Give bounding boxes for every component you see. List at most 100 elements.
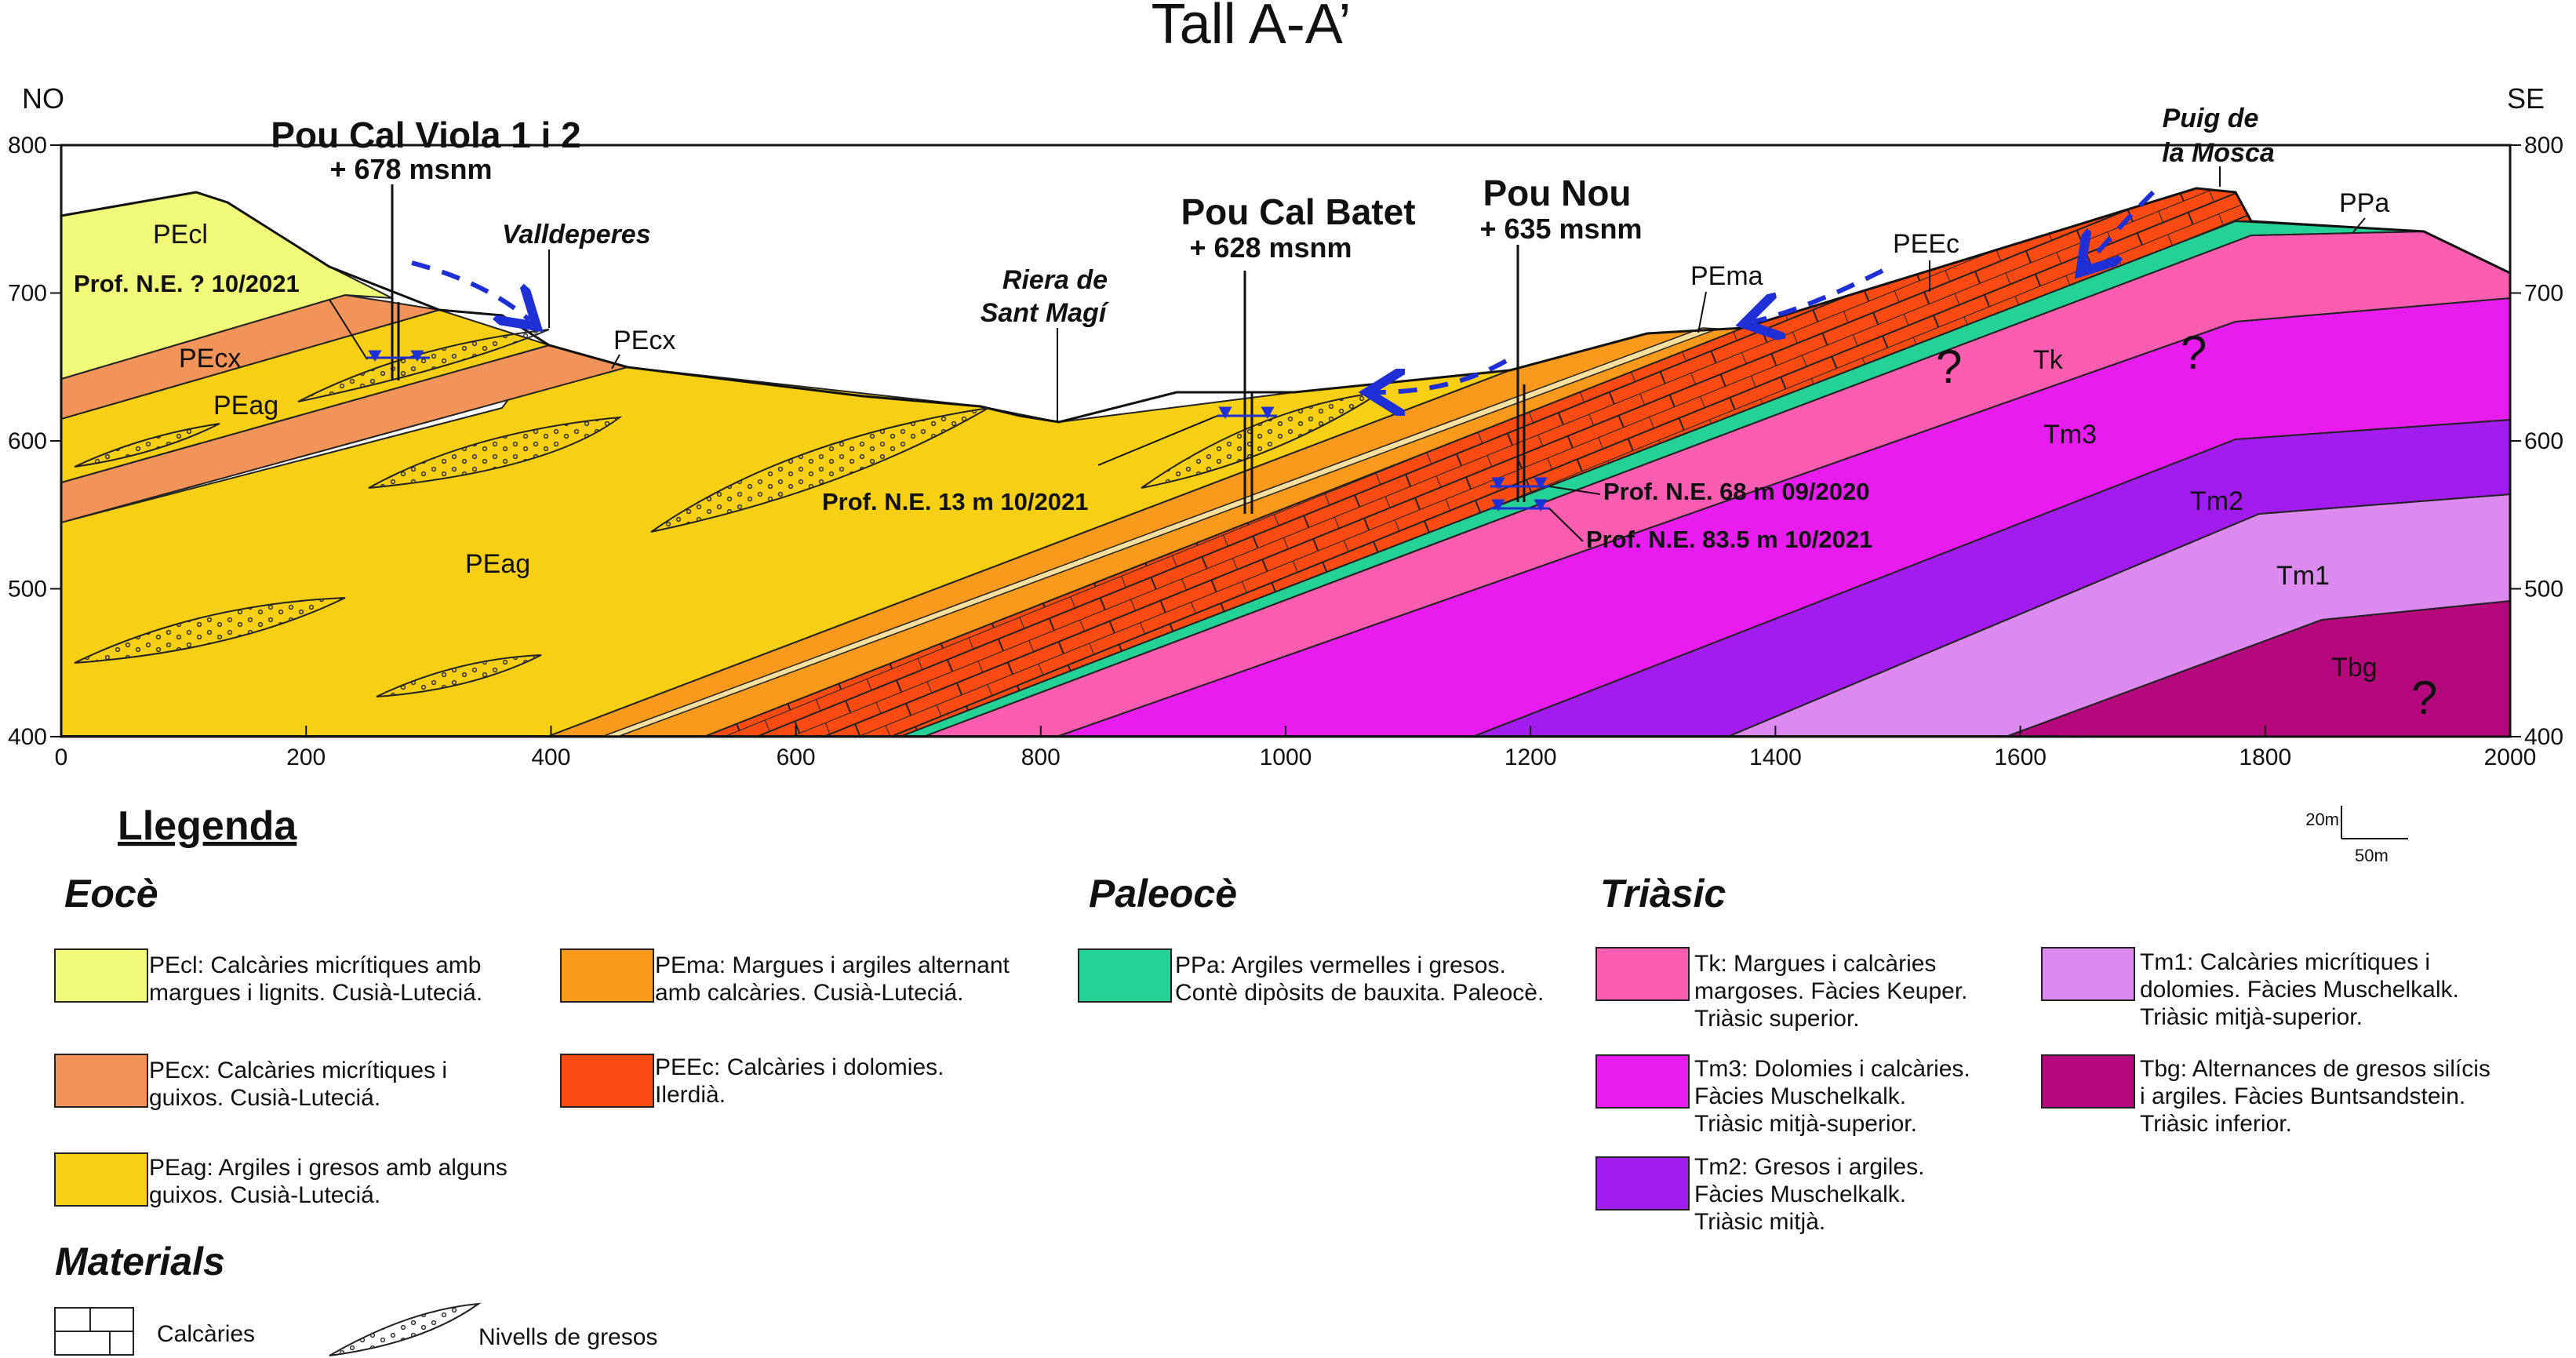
legend-item-pecx: PEcx: Calcàries micrítiques i guixos. Cu… [54, 1054, 447, 1111]
label-pecx-right: PEcx [613, 326, 675, 355]
sandstone-lens [650, 407, 989, 533]
svg-text:amb calcàries. Cusià-Luteciá.: amb calcàries. Cusià-Luteciá. [655, 980, 964, 1006]
legend-item-pema: PEma: Margues i argiles alternant amb ca… [560, 948, 1010, 1006]
label-tk: Tk [2033, 345, 2064, 375]
svg-text:Triàsic mitjà-superior.: Triàsic mitjà-superior. [1694, 1111, 1917, 1137]
svg-text:Fàcies Muschelkalk.: Fàcies Muschelkalk. [1694, 1181, 1906, 1207]
label-peag-main: PEag [465, 549, 530, 579]
place-puig-2: la Mosca [2162, 138, 2275, 168]
note-nou-2020: Prof. N.E. 68 m 09/2020 [1603, 478, 1869, 505]
svg-text:PEcx: Calcàries micrítiques i: PEcx: Calcàries micrítiques i [149, 1058, 447, 1083]
svg-text:Triàsic inferior.: Triàsic inferior. [2140, 1111, 2292, 1137]
x-tick-label: 2000 [2484, 745, 2537, 770]
x-tick-label: 200 [286, 745, 326, 770]
sandstone-lens [297, 329, 550, 402]
well-lines [391, 184, 1526, 514]
well-elev-nou: + 635 msnm [1479, 213, 1642, 245]
scale-bar: 20m 50m [2305, 806, 2408, 865]
svg-text:PPa: Argiles vermelles i greso: PPa: Argiles vermelles i gresos. [1175, 952, 1506, 978]
uncertainty-mark: ? [2181, 326, 2207, 379]
svg-text:Nivells de gresos: Nivells de gresos [478, 1324, 657, 1350]
legend-item-ppa: PPa: Argiles vermelles i gresos. Contè d… [1078, 948, 1544, 1006]
y-tick-label: 500 [8, 577, 47, 603]
svg-text:Tk: Margues i calcàries: Tk: Margues i calcàries [1694, 951, 1936, 977]
svg-text:PEag: Argiles i gresos amb alg: PEag: Argiles i gresos amb alguns [149, 1155, 508, 1181]
legend-section-materials: Materials [55, 1240, 225, 1283]
svg-text:PEcl: Calcàries micrítiques am: PEcl: Calcàries micrítiques amb [149, 952, 481, 978]
label-tm1: Tm1 [2276, 561, 2330, 591]
x-tick-label: 0 [55, 745, 68, 770]
legend-item-limestone: Calcàries [54, 1307, 255, 1356]
label-peec: PEEc [1893, 229, 1959, 259]
note-batet: Prof. N.E. 13 m 10/2021 [822, 488, 1088, 515]
well-label-cal-viola: Pou Cal Viola 1 i 2 [271, 115, 580, 155]
label-tbg: Tbg [2331, 653, 2378, 683]
legend-item-tm3: Tm3: Dolomies i calcàries. Fàcies Musche… [1595, 1054, 1970, 1137]
x-tick-label: 400 [531, 745, 570, 770]
svg-text:Contè dipòsits de bauxita. Pal: Contè dipòsits de bauxita. Paleocè. [1175, 980, 1544, 1006]
svg-text:dolomies. Fàcies Muschelkalk.: dolomies. Fàcies Muschelkalk. [2140, 977, 2459, 1003]
svg-text:Triàsic mitjà-superior.: Triàsic mitjà-superior. [2140, 1004, 2363, 1030]
legend-item-pecl: PEcl: Calcàries micrítiques amb margues … [54, 948, 482, 1006]
svg-text:margues i lignits. Cusià-Lutec: margues i lignits. Cusià-Luteciá. [149, 980, 482, 1006]
svg-text:PEEc: Calcàries i dolomies.: PEEc: Calcàries i dolomies. [655, 1054, 944, 1080]
legend-item-tm1: Tm1: Calcàries micrítiques i dolomies. F… [2041, 947, 2459, 1030]
x-tick-label: 800 [1021, 745, 1061, 770]
uncertainty-mark: ? [2411, 672, 2437, 724]
x-tick-label: 1400 [1749, 745, 1802, 770]
svg-text:Triàsic superior.: Triàsic superior. [1694, 1006, 1860, 1032]
well-label-cal-batet: Pou Cal Batet [1181, 191, 1415, 232]
sandstone-lens [74, 423, 220, 468]
sandstone-lens [376, 654, 542, 697]
label-tm2: Tm2 [2190, 486, 2243, 516]
legend-item-tk: Tk: Margues i calcàries margoses. Fàcies… [1595, 947, 1968, 1032]
place-riera-1: Riera de [1002, 265, 1108, 295]
ground-surface [60, 187, 2511, 424]
x-tick-label: 1800 [2239, 745, 2291, 770]
y-tick-label: 600 [8, 428, 47, 454]
x-tick-label: 1600 [1994, 745, 2047, 770]
svg-text:guixos. Cusià-Luteciá.: guixos. Cusià-Luteciá. [149, 1182, 380, 1208]
unit-peec-texture [706, 188, 2251, 736]
sandstone-lens [368, 416, 623, 489]
place-valldeperes: Valldeperes [502, 220, 651, 249]
svg-text:Fàcies Muschelkalk.: Fàcies Muschelkalk. [1694, 1083, 1906, 1109]
legend-section-eocene: Eocè [64, 872, 158, 916]
svg-text:PEma: Margues i argiles altern: PEma: Margues i argiles alternant [655, 952, 1010, 978]
label-pecx-left: PEcx [179, 344, 241, 373]
water-level-markers [367, 350, 1549, 512]
page-title: Tall A-A’ [1152, 0, 1352, 56]
strata-group [61, 187, 2510, 737]
legend-item-sandstone: Nivells de gresos [329, 1302, 657, 1356]
legend-item-tm2: Tm2: Gresos i argiles. Fàcies Muschelkal… [1595, 1154, 1924, 1235]
note-viola: Prof. N.E. ? 10/2021 [74, 270, 300, 297]
sandstone-lenses [74, 329, 1381, 697]
svg-text:Ilerdià.: Ilerdià. [655, 1082, 726, 1108]
y-tick-label: 600 [2524, 428, 2563, 454]
orientation-right: SE [2507, 82, 2545, 115]
label-tm3: Tm3 [2043, 420, 2097, 450]
uncertainty-mark: ? [1936, 340, 1962, 393]
y-tick-label: 500 [2524, 577, 2563, 603]
legend-item-peag: PEag: Argiles i gresos amb alguns guixos… [54, 1152, 508, 1208]
legend-heading: Llegenda [118, 803, 297, 849]
svg-text:Calcàries: Calcàries [157, 1321, 255, 1347]
label-pecl: PEcl [153, 220, 208, 249]
well-elev-cal-batet: + 628 msnm [1189, 231, 1352, 264]
x-tick-label: 600 [777, 745, 816, 770]
svg-text:Tm1: Calcàries micrítiques i: Tm1: Calcàries micrítiques i [2140, 949, 2430, 975]
y-tick-label: 800 [8, 133, 47, 158]
label-pema: PEma [1690, 261, 1763, 291]
sandstone-lens [74, 597, 346, 664]
label-ppa: PPa [2339, 188, 2389, 218]
legend-section-paleocene: Paleocè [1089, 872, 1237, 916]
svg-text:Tbg: Alternances de gresos sil: Tbg: Alternances de gresos silícis [2140, 1056, 2490, 1082]
svg-text:20m: 20m [2305, 810, 2339, 829]
well-label-nou: Pou Nou [1483, 173, 1631, 213]
legend-item-peec: PEEc: Calcàries i dolomies. Ilerdià. [560, 1054, 944, 1108]
svg-text:guixos. Cusià-Luteciá.: guixos. Cusià-Luteciá. [149, 1085, 380, 1111]
